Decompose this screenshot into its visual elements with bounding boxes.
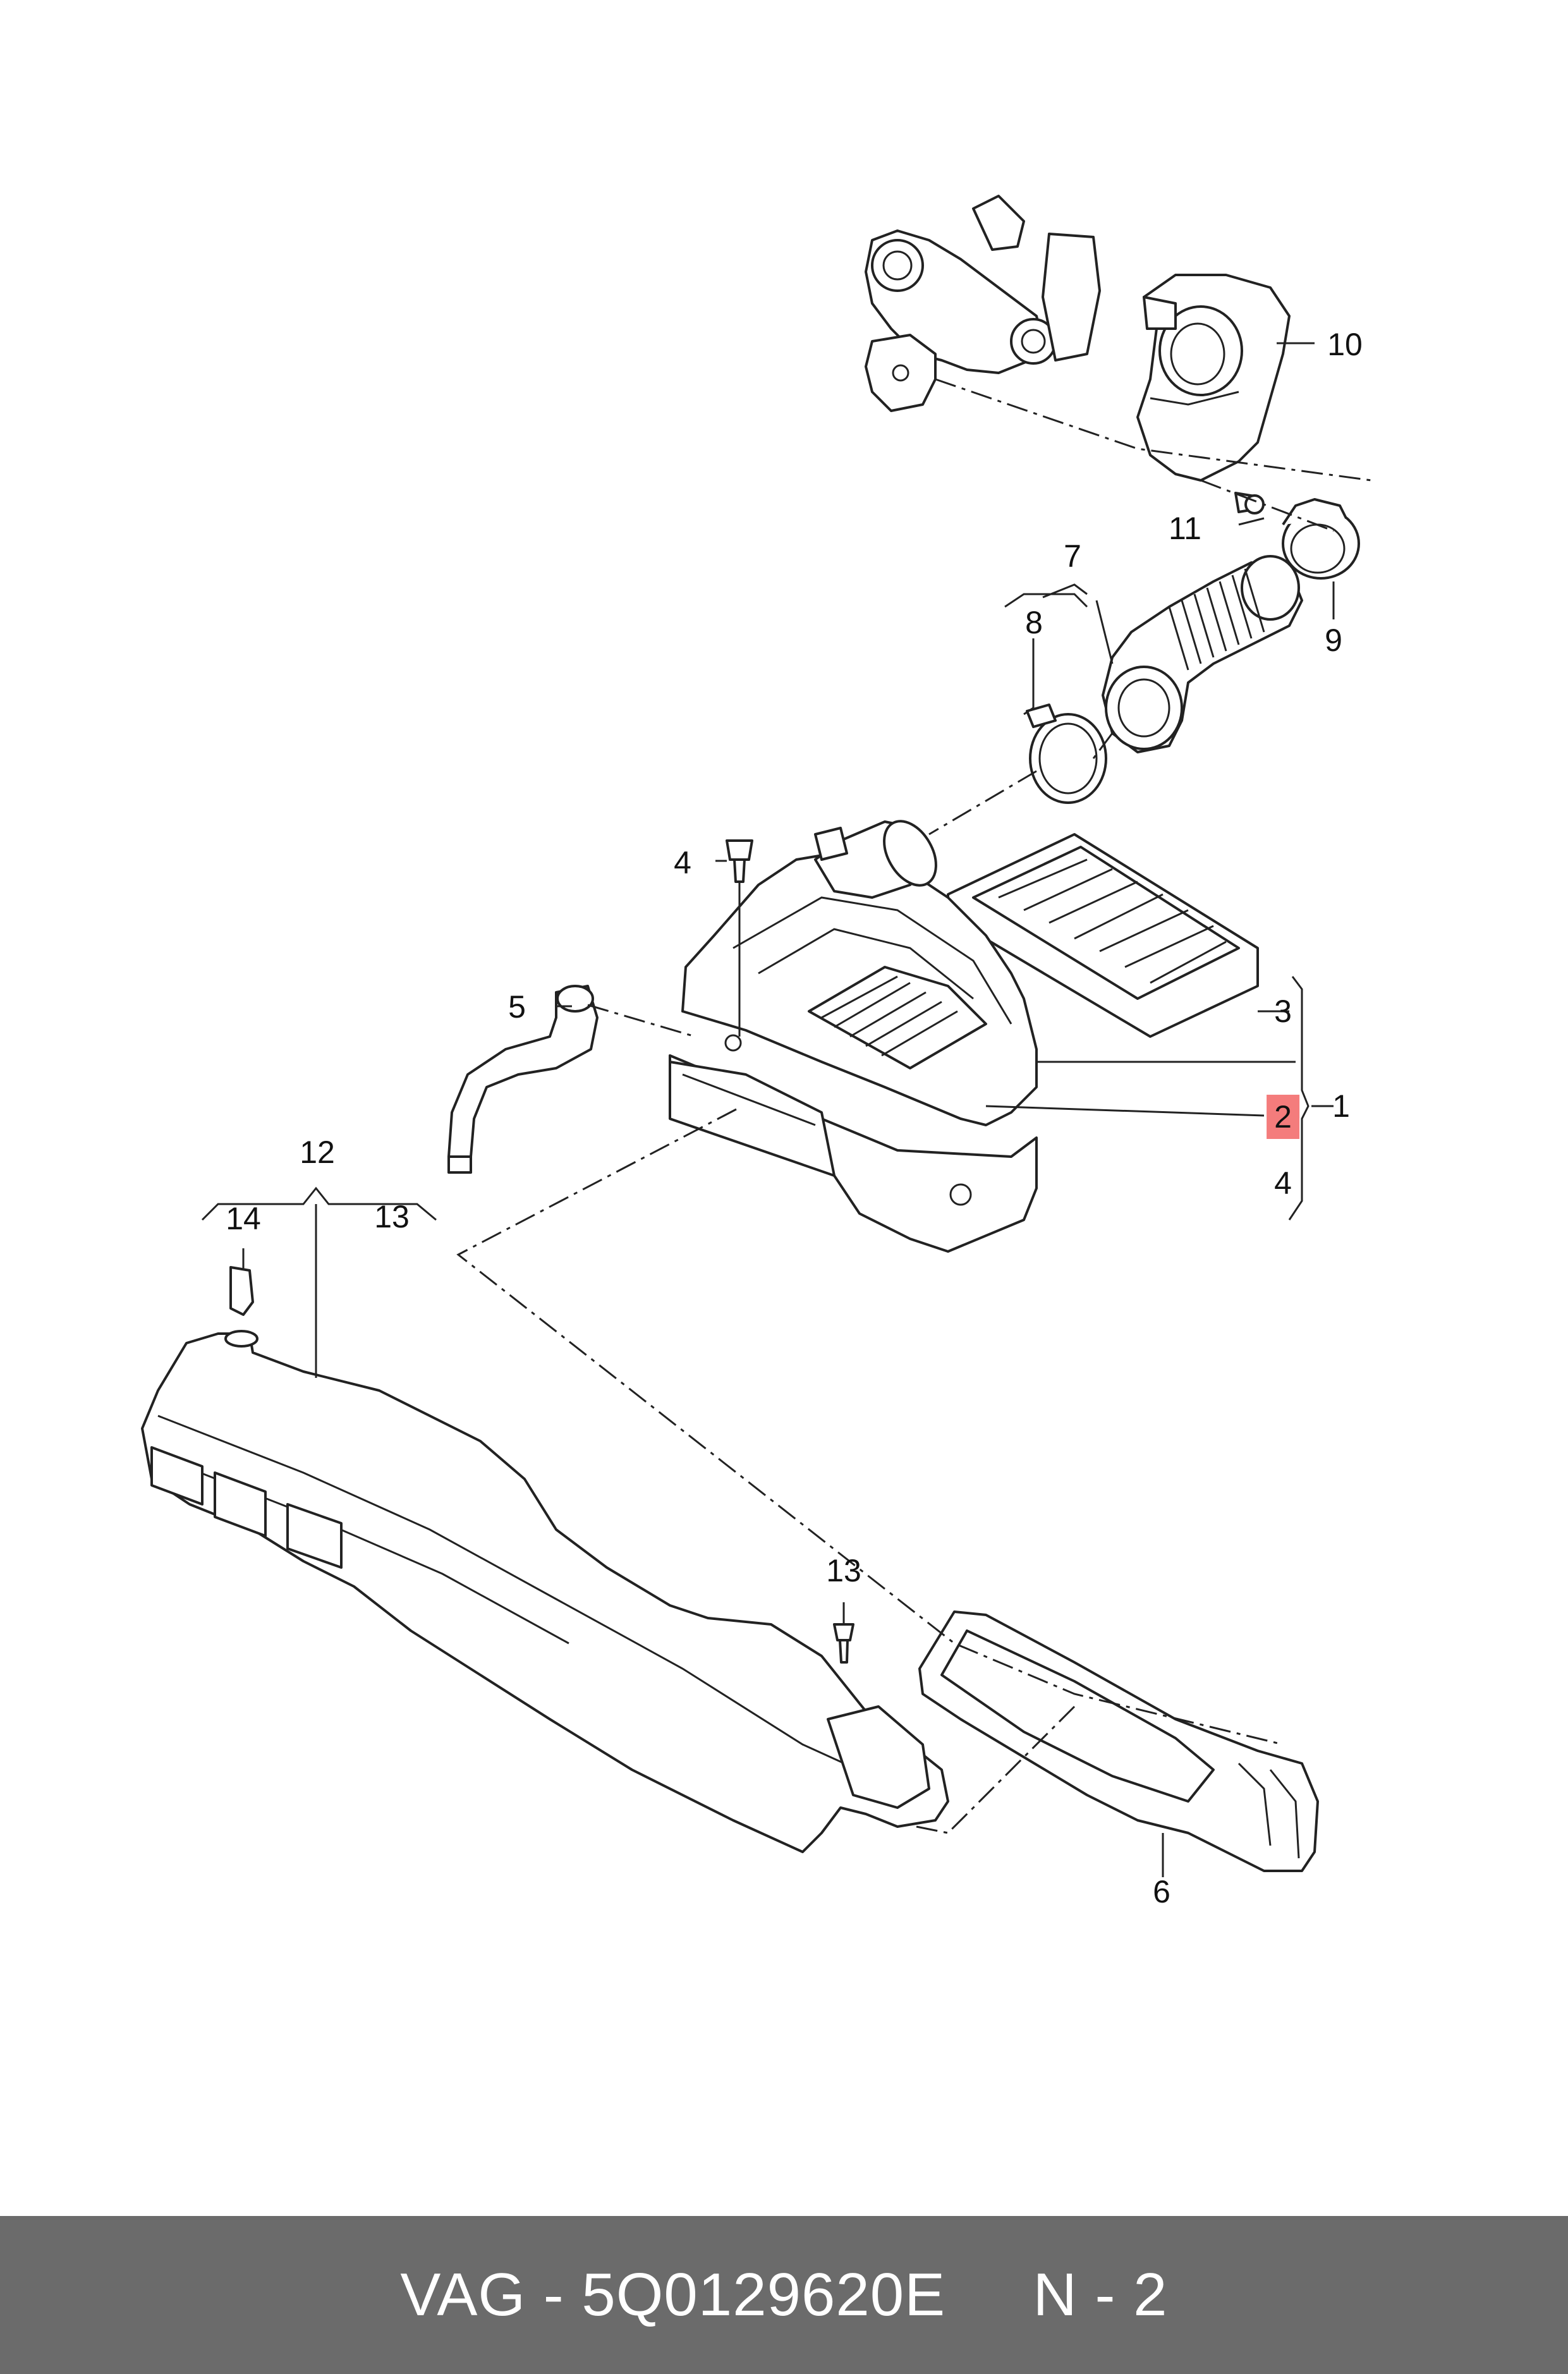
callout-9: 9 [1325,623,1342,658]
leader-lines [201,342,1335,1877]
corrugated-hose-7 [1102,555,1303,753]
callout-13-group: 13 [374,1199,410,1234]
bolt-4 [726,839,753,883]
intake-duct-12 [141,1330,949,1853]
callout-4-group: 4 [1274,1166,1292,1201]
bolt-13 [833,1623,854,1664]
callout-13-bolt: 13 [826,1553,861,1588]
callout-10: 10 [1327,327,1363,362]
footer-bar: VAG - 5Q0129620E N - 2 [0,2216,1568,2374]
clamp-9 [1282,498,1360,580]
parts-diagram [141,195,1372,1877]
callout-12: 12 [300,1135,335,1170]
callout-11: 11 [1169,511,1201,546]
breather-hose-5 [447,985,599,1174]
callout-5: 5 [508,989,526,1025]
air-filter-housing-upper [681,820,1038,1126]
intake-snorkel-6 [918,1610,1319,1872]
clamp-8 [1026,703,1107,804]
callout-7: 7 [1064,539,1081,574]
callout-4-bolt: 4 [674,845,691,880]
alignment-lines [456,378,1372,1834]
callout-8: 8 [1025,605,1043,640]
callout-14: 14 [226,1201,261,1236]
callout-1: 1 [1332,1088,1350,1124]
bracket-14 [229,1266,254,1316]
air-filter-housing-lower [669,1034,1038,1253]
callout-2-highlighted: 2 [1267,1095,1299,1139]
callout-3: 3 [1274,994,1292,1029]
throttle-body [865,195,1101,412]
callout-6: 6 [1153,1874,1170,1909]
part-number-caption: VAG - 5Q0129620E N - 2 [400,2261,1168,2328]
intake-duct-10 [1136,274,1291,482]
air-filter-element-3 [947,833,1259,1038]
